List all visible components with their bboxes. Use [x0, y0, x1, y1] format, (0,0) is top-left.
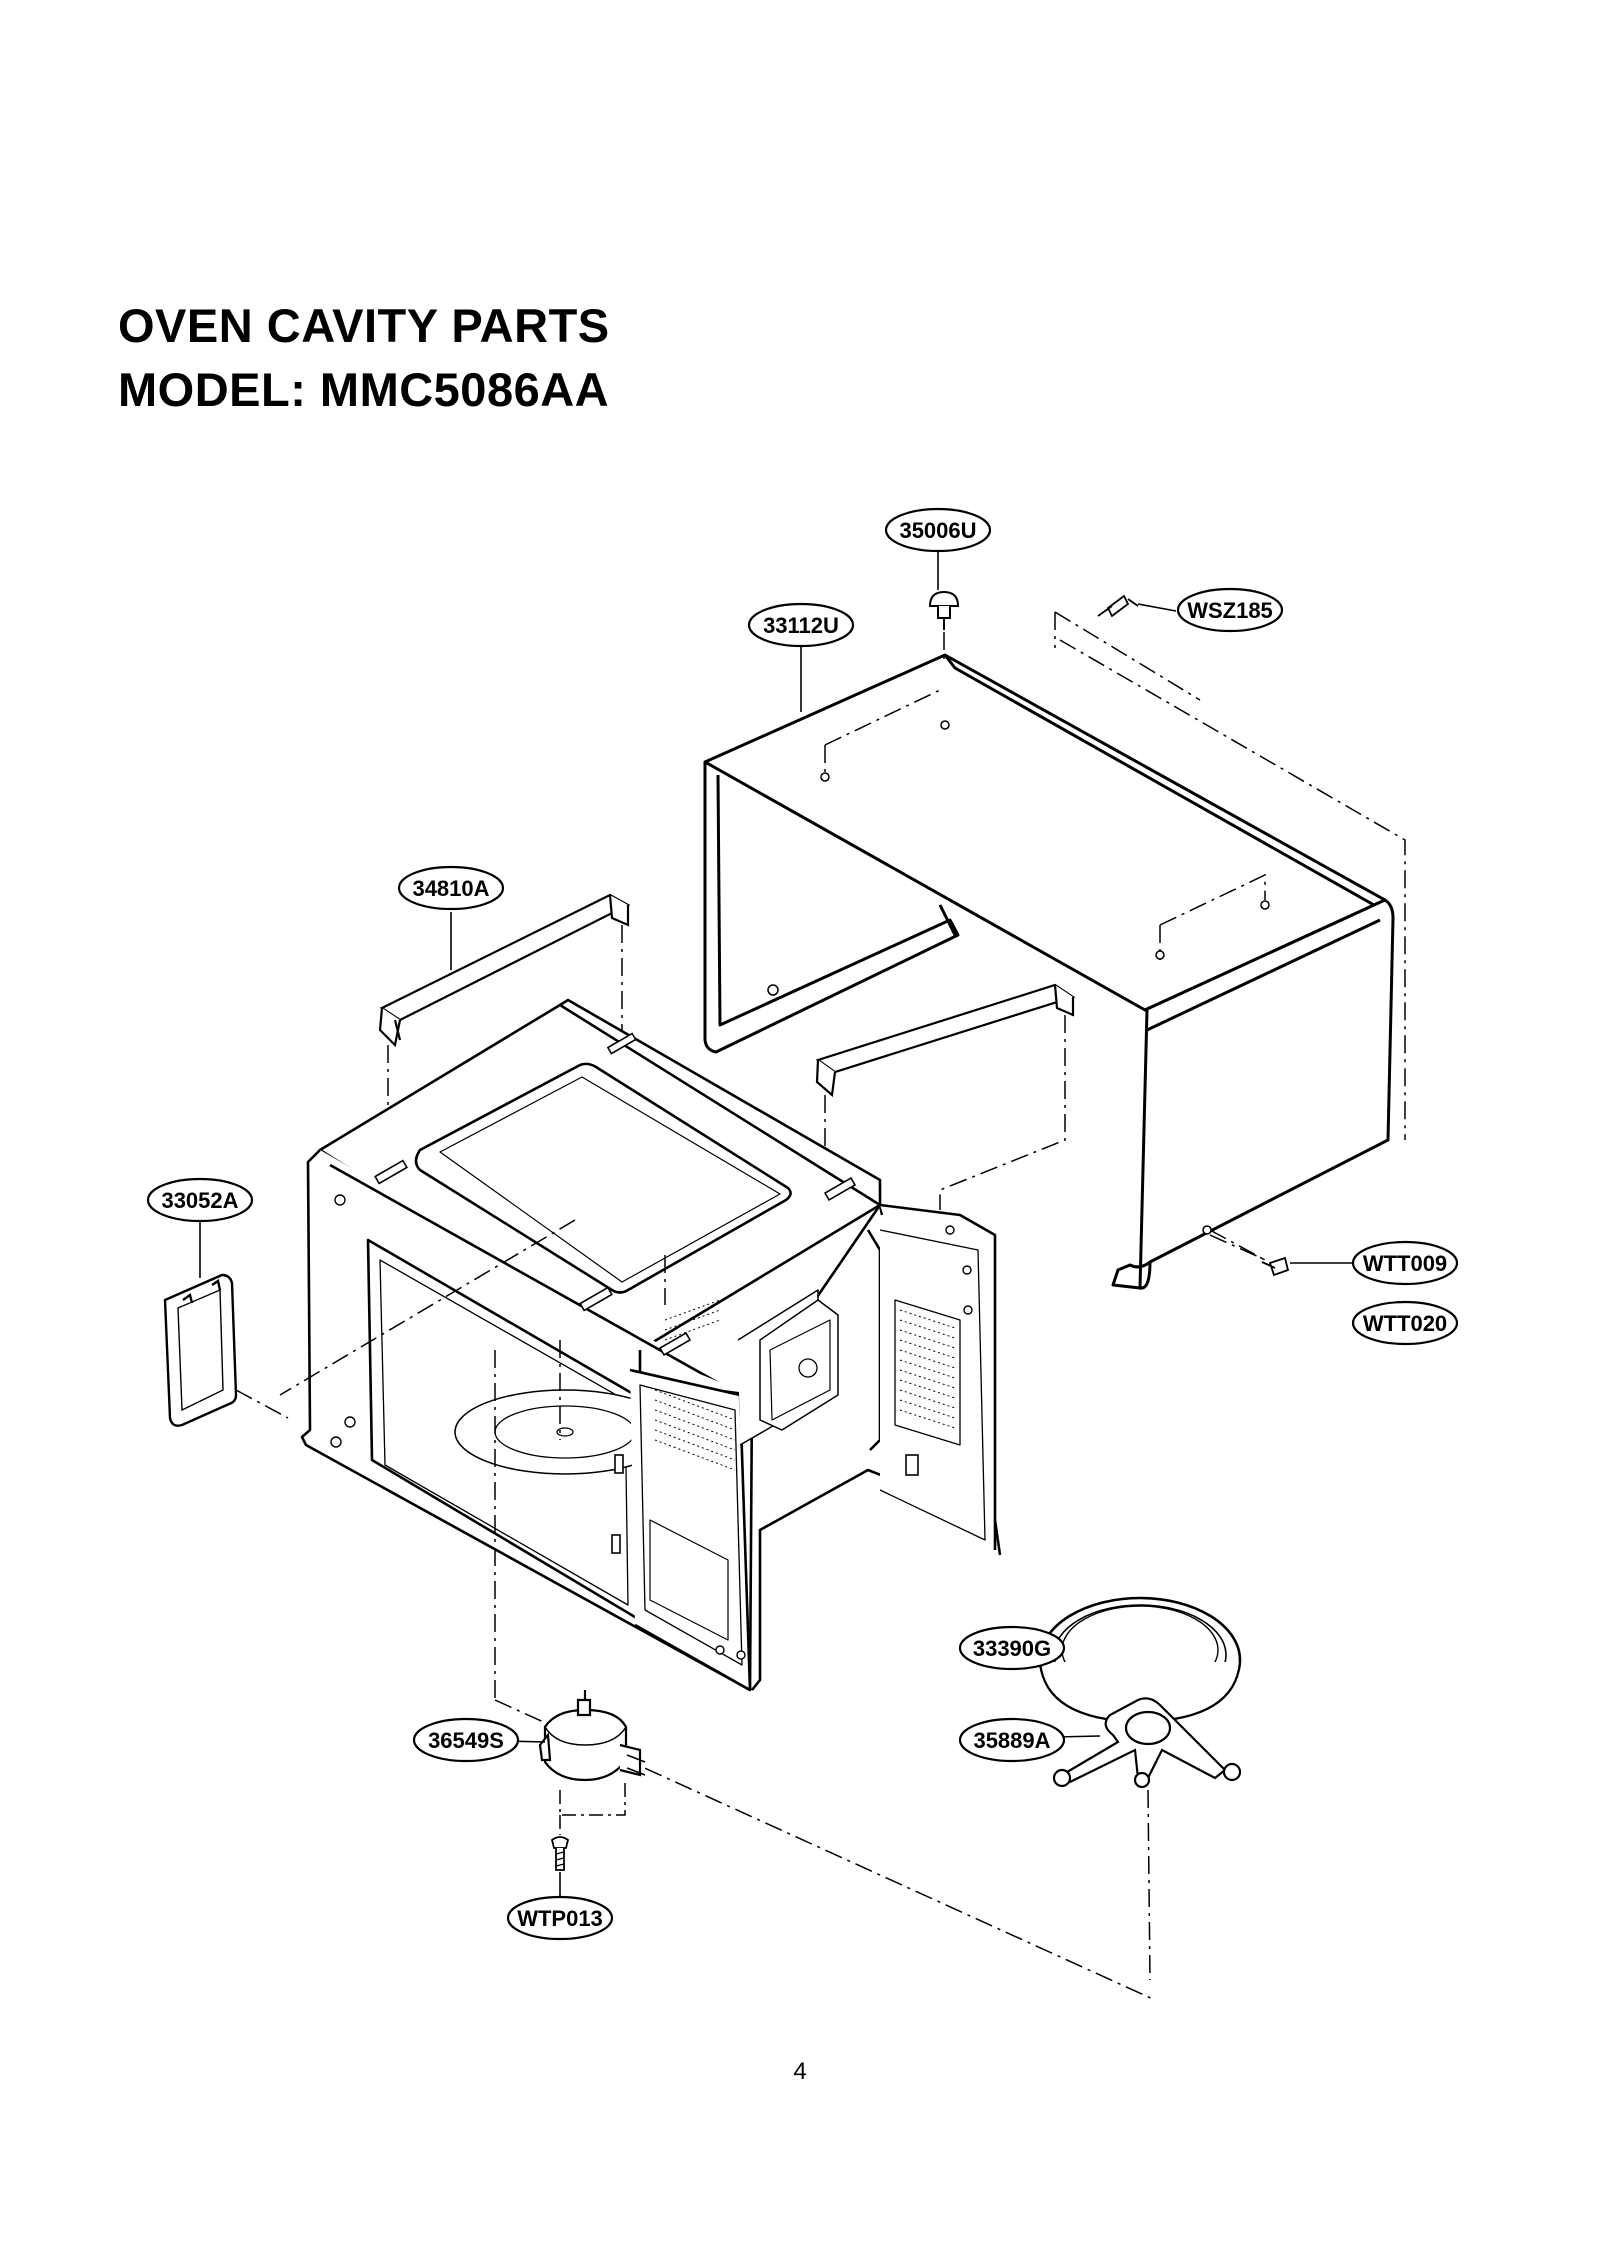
- callout-oval: [506, 1895, 614, 1941]
- callout-oval: [1351, 1240, 1459, 1286]
- wtt-projection-line: [1209, 1234, 1271, 1263]
- callout-oval: [747, 602, 855, 648]
- glass-tray: [1038, 1596, 1242, 1724]
- cavity-projection-lines: [279, 1219, 1156, 2001]
- part-code: WTT020: [1363, 1311, 1447, 1336]
- callout-oval: [884, 507, 992, 553]
- callout-oval: [1176, 587, 1284, 633]
- callout-33112u: 33112U: [747, 602, 855, 648]
- screw-wtp013: [550, 1836, 570, 1871]
- model-subtitle: MODEL: MMC5086AA: [118, 363, 610, 416]
- callout-oval: [958, 1717, 1066, 1763]
- callout-wtt009: WTT009: [1351, 1240, 1459, 1286]
- part-code: 33112U: [763, 613, 839, 638]
- part-callouts: 35006U 33112U WSZ185 34810A 33052A WTT009WTT0…: [146, 507, 1459, 1941]
- part-code: 36549S: [428, 1728, 504, 1753]
- callout-35006u: 35006U: [884, 507, 992, 553]
- page-title: OVEN CAVITY PARTS: [118, 299, 610, 352]
- part-code: 34810A: [412, 876, 489, 901]
- part-code: 33052A: [161, 1188, 238, 1213]
- page-number: 4: [793, 2058, 807, 2085]
- callout-wtt020: WTT020: [1351, 1300, 1459, 1346]
- callout-wtp013: WTP013: [506, 1895, 614, 1941]
- bumper-35006u: [928, 590, 960, 630]
- screw-wsz185: [1097, 594, 1139, 618]
- turntable-motor: [538, 1690, 646, 1782]
- callout-33390g: 33390G: [958, 1625, 1066, 1671]
- screw-wtt009: [1261, 1256, 1290, 1277]
- cavity-holes: [330, 1194, 973, 1660]
- callout-oval: [412, 1717, 520, 1763]
- waveguide-cover: [163, 1273, 238, 1427]
- case-projection-lines: [824, 611, 1406, 1261]
- callout-35889a: 35889A: [958, 1717, 1066, 1763]
- cover-projection-line: [235, 1389, 289, 1419]
- part-code: WSZ185: [1187, 598, 1273, 623]
- part-code: WTT009: [1363, 1251, 1447, 1276]
- part-code: 35006U: [899, 518, 976, 543]
- case-holes: [767, 720, 1270, 1235]
- outer-case: [703, 653, 1395, 1290]
- vent-perforations: [654, 1299, 956, 1471]
- mounting-rail-right: [815, 983, 1076, 1098]
- callout-oval: [397, 865, 505, 911]
- callout-wsz185: WSZ185: [1176, 587, 1284, 633]
- part-code: 33390G: [973, 1636, 1051, 1661]
- callout-33052a: 33052A: [146, 1177, 254, 1223]
- motor-projection-lines: [559, 1778, 626, 1835]
- oven-cavity: [300, 998, 1002, 1692]
- roller-stay: [1052, 1697, 1242, 1789]
- part-code: WTP013: [517, 1906, 603, 1931]
- tray-projection-line: [1147, 1789, 1151, 1981]
- callout-oval: [146, 1177, 254, 1223]
- callout-36549s: 36549S: [412, 1717, 520, 1763]
- callout-oval: [1351, 1300, 1459, 1346]
- callout-34810a: 34810A: [397, 865, 505, 911]
- cavity-slots: [374, 1032, 919, 1554]
- part-code: 35889A: [973, 1728, 1050, 1753]
- callout-oval: [958, 1625, 1066, 1671]
- mounting-rail-left: [378, 893, 631, 1048]
